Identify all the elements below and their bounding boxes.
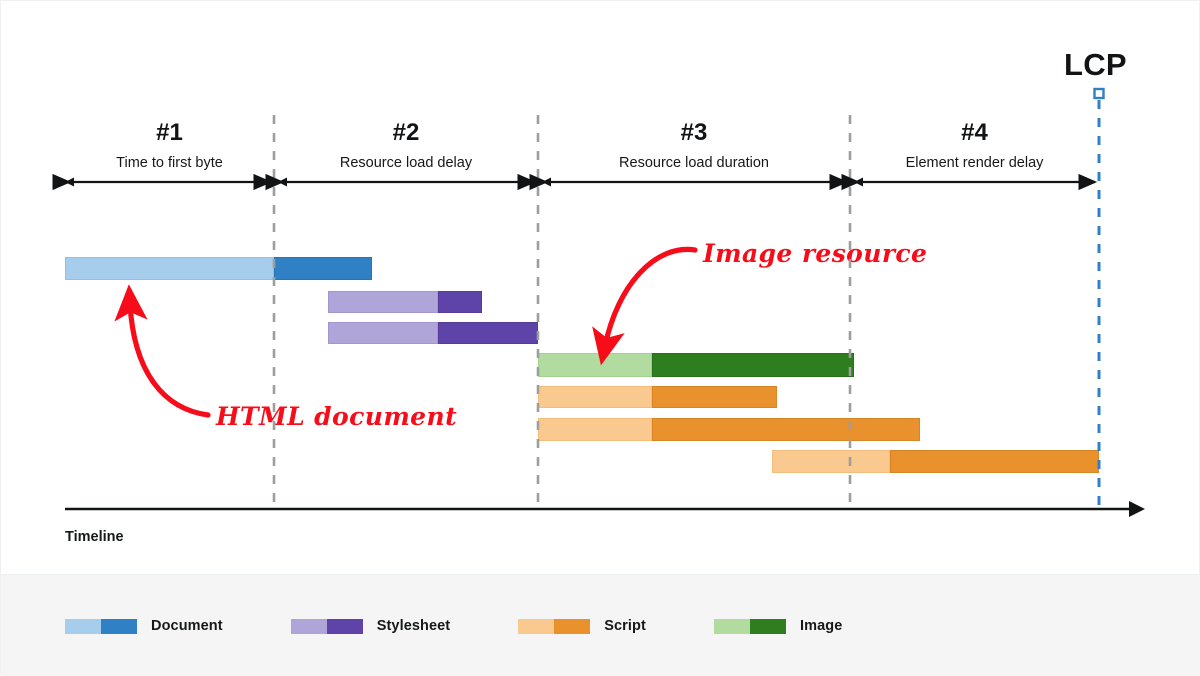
phase-1-number: #1: [156, 119, 183, 146]
bar-document-light: [65, 257, 274, 280]
legend-swatch-script-light: [518, 618, 555, 634]
legend-label-document: Document: [151, 618, 223, 634]
bar-image-dark: [652, 353, 854, 377]
lcp-label: LCP: [1064, 47, 1127, 82]
legend-label-stylesheet: Stylesheet: [376, 618, 451, 634]
bar-script-1-dark: [652, 386, 777, 408]
legend-swatch-stylesheet-light: [290, 618, 327, 634]
legend-band: Document Stylesheet Script: [1, 574, 1200, 676]
bar-script-2-light: [538, 418, 652, 441]
bar-script-1-light: [538, 386, 652, 408]
annotation-html-document: HTML document: [216, 402, 458, 431]
bar-script-2: [538, 418, 920, 441]
bar-script-3: [772, 450, 1099, 473]
legend-swatch-image-dark: [749, 618, 786, 634]
legend-swatch-script: [518, 618, 591, 634]
phase-3: #3 Resource load duration: [538, 121, 850, 171]
legend-label-image: Image: [799, 618, 843, 634]
phase-1: #1 Time to first byte: [65, 121, 274, 171]
legend-swatch-script-dark: [554, 618, 591, 634]
bar-stylesheet-1-dark: [438, 291, 482, 313]
phase-2: #2 Resource load delay: [274, 121, 538, 171]
bar-stylesheet-2-light: [328, 322, 438, 344]
legend-label-script: Script: [604, 618, 646, 634]
bar-script-2-dark: [652, 418, 920, 441]
phase-4: #4 Element render delay: [850, 121, 1099, 171]
bar-document-dark: [274, 257, 372, 280]
phase-4-name: Element render delay: [905, 155, 1044, 171]
timeline-axis: [65, 501, 1145, 517]
bar-script-3-dark: [890, 450, 1099, 473]
legend-row: Document Stylesheet Script: [65, 618, 910, 634]
bar-document: [65, 257, 372, 280]
phase-2-name: Resource load delay: [339, 155, 473, 171]
bar-image: [538, 353, 854, 377]
legend-item-image: Image: [713, 618, 843, 634]
legend-swatch-image: [713, 618, 786, 634]
callout-arrow-html-document: [114, 284, 211, 418]
bar-stylesheet-2-dark: [438, 322, 538, 344]
legend-swatch-document: [65, 618, 137, 634]
legend-item-document: Document: [65, 618, 223, 634]
phase-measure-arrowheads-left: [65, 177, 863, 187]
timeline-axis-label: Timeline: [65, 529, 124, 545]
legend-item-stylesheet: Stylesheet: [290, 618, 451, 634]
phase-3-name: Resource load duration: [619, 155, 769, 171]
phase-3-number: #3: [680, 119, 708, 146]
phase-2-number: #2: [392, 119, 420, 146]
annotation-image-resource: Image resource: [703, 239, 928, 268]
bar-script-3-light: [772, 450, 890, 473]
bar-stylesheet-1-light: [328, 291, 438, 313]
phase-1-name: Time to first byte: [116, 155, 223, 171]
bar-stylesheet-2: [328, 322, 538, 344]
legend-item-script: Script: [518, 618, 646, 634]
phase-4-number: #4: [961, 119, 988, 146]
legend-swatch-document-dark: [101, 618, 137, 634]
bar-script-1: [538, 386, 777, 408]
legend-swatch-image-light: [713, 618, 750, 634]
callout-arrow-image-resource: [592, 246, 698, 366]
legend-swatch-stylesheet: [290, 618, 363, 634]
bar-image-light: [538, 353, 652, 377]
legend-swatch-stylesheet-dark: [326, 618, 363, 634]
legend-swatch-document-light: [65, 618, 101, 634]
bar-stylesheet-1: [328, 291, 482, 313]
